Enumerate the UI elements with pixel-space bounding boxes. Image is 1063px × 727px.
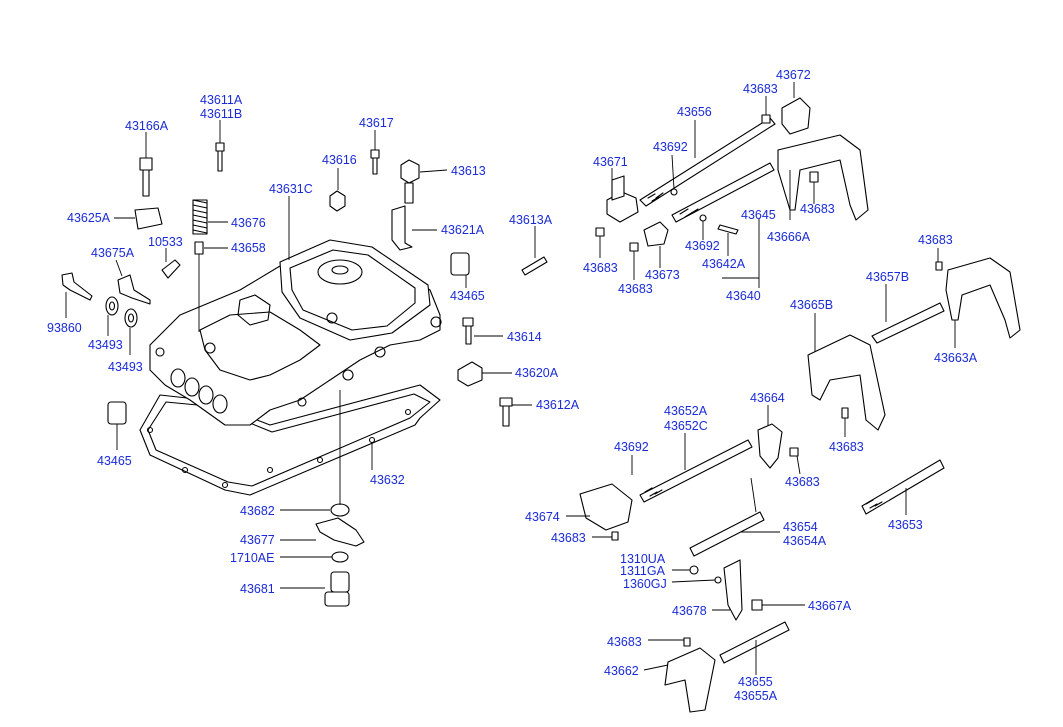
label-43657B: 43657B bbox=[866, 270, 909, 284]
transmission-case-assembly bbox=[139, 239, 442, 496]
label-43683-c: 43683 bbox=[583, 261, 618, 275]
label-43692-b: 43692 bbox=[685, 239, 720, 253]
label-10533: 10533 bbox=[148, 235, 183, 249]
label-43616: 43616 bbox=[322, 153, 357, 167]
label-43652A: 43652A bbox=[664, 404, 708, 418]
label-43692-a: 43692 bbox=[653, 140, 688, 154]
label-43658: 43658 bbox=[231, 241, 266, 255]
label-43620A: 43620A bbox=[515, 366, 559, 380]
label-43662: 43662 bbox=[604, 664, 639, 678]
label-43656: 43656 bbox=[677, 105, 712, 119]
label-43663A: 43663A bbox=[934, 351, 978, 365]
label-1311GA: 1311GA bbox=[620, 564, 666, 578]
label-43666A: 43666A bbox=[767, 230, 811, 244]
label-43674: 43674 bbox=[525, 510, 560, 524]
label-43631C: 43631C bbox=[269, 182, 313, 196]
label-43652C: 43652C bbox=[664, 419, 708, 433]
left-small-parts bbox=[61, 142, 548, 607]
label-43683-h: 43683 bbox=[551, 531, 586, 545]
label-43632: 43632 bbox=[370, 473, 405, 487]
label-43611B: 43611B bbox=[200, 107, 242, 121]
label-43692-c: 43692 bbox=[614, 440, 649, 454]
shift-rail-upper-assembly bbox=[595, 97, 1021, 431]
label-43683-i: 43683 bbox=[607, 635, 642, 649]
label-43683-g: 43683 bbox=[785, 475, 820, 489]
label-43625A: 43625A bbox=[67, 211, 111, 225]
label-43653: 43653 bbox=[888, 518, 923, 532]
label-1360GJ: 1360GJ bbox=[623, 577, 667, 591]
label-43682: 43682 bbox=[240, 504, 275, 518]
label-43621A: 43621A bbox=[441, 223, 485, 237]
label-43655: 43655 bbox=[738, 675, 773, 689]
label-43654: 43654 bbox=[783, 520, 818, 534]
label-43667A: 43667A bbox=[808, 599, 852, 613]
label-43642A: 43642A bbox=[702, 257, 746, 271]
label-43465-left: 43465 bbox=[97, 454, 132, 468]
label-43683-d: 43683 bbox=[618, 282, 653, 296]
label-43675A: 43675A bbox=[91, 246, 135, 260]
label-93860: 93860 bbox=[47, 321, 82, 335]
leader-lines bbox=[65, 82, 956, 675]
label-43671: 43671 bbox=[593, 155, 628, 169]
label-43617: 43617 bbox=[359, 116, 394, 130]
label-43645: 43645 bbox=[741, 208, 776, 222]
label-43683-f: 43683 bbox=[829, 440, 864, 454]
label-43654A: 43654A bbox=[783, 534, 827, 548]
label-43677: 43677 bbox=[240, 533, 275, 547]
shift-rail-lower-assembly bbox=[579, 423, 945, 713]
label-43678: 43678 bbox=[672, 604, 707, 618]
label-43613A: 43613A bbox=[509, 213, 553, 227]
label-43676: 43676 bbox=[231, 216, 266, 230]
label-43493-lower: 43493 bbox=[108, 360, 143, 374]
label-43493-upper: 43493 bbox=[88, 338, 123, 352]
label-43655A: 43655A bbox=[734, 689, 778, 703]
label-43611A: 43611A bbox=[200, 93, 243, 107]
label-43673: 43673 bbox=[645, 268, 680, 282]
label-43664: 43664 bbox=[750, 391, 785, 405]
label-43681: 43681 bbox=[240, 582, 275, 596]
label-43166A: 43166A bbox=[125, 119, 169, 133]
label-43683-a: 43683 bbox=[743, 82, 778, 96]
label-43465-right: 43465 bbox=[450, 289, 485, 303]
label-1310UA: 1310UA bbox=[620, 552, 666, 566]
label-43614: 43614 bbox=[507, 330, 542, 344]
part-labels: 43166A 43611A 43611B 43617 43616 43613 4… bbox=[47, 68, 978, 703]
label-43613: 43613 bbox=[451, 164, 486, 178]
label-43683-b: 43683 bbox=[800, 202, 835, 216]
label-43672: 43672 bbox=[776, 68, 811, 82]
label-43640: 43640 bbox=[726, 289, 761, 303]
label-43683-e: 43683 bbox=[918, 233, 953, 247]
label-43665B: 43665B bbox=[790, 298, 833, 312]
label-43612A: 43612A bbox=[536, 398, 580, 412]
label-1710AE: 1710AE bbox=[230, 551, 274, 565]
